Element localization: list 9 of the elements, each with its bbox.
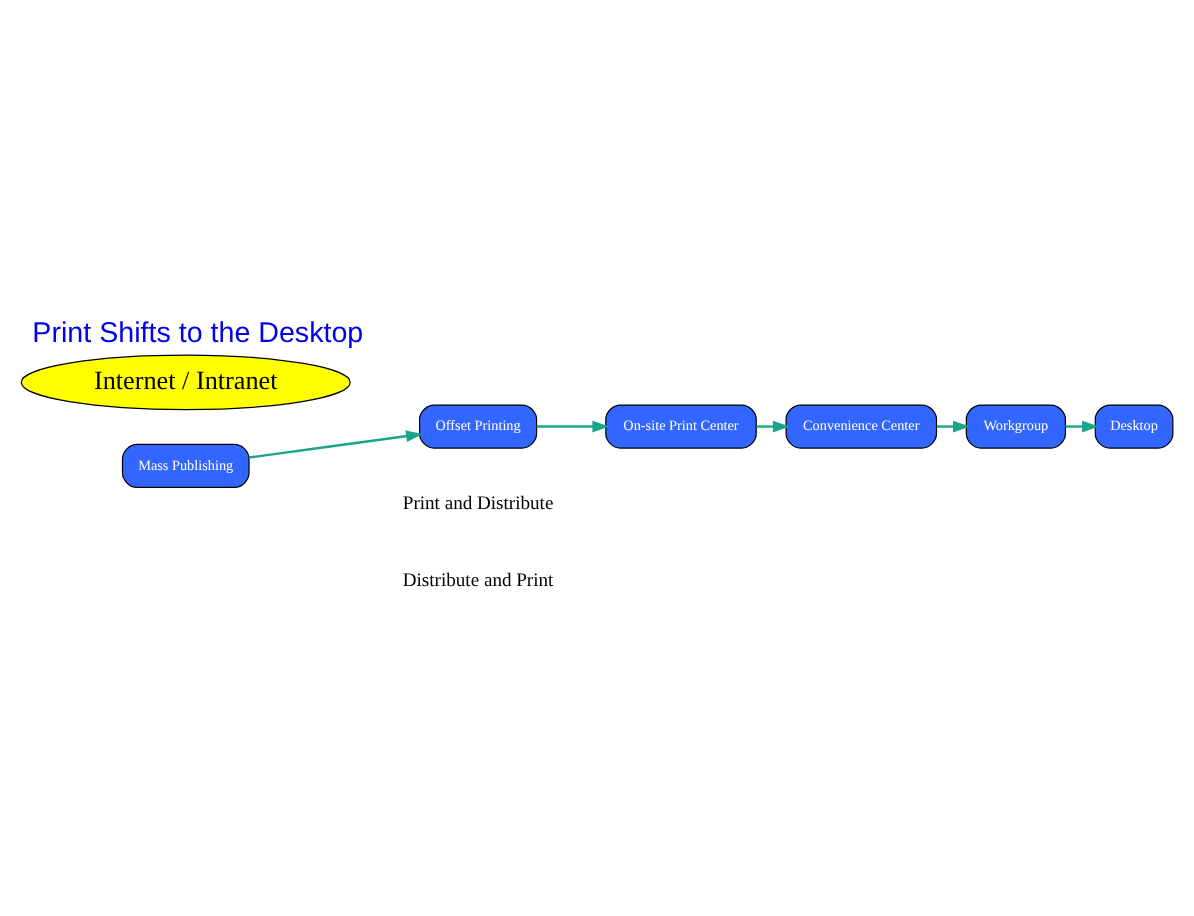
label: Print and Distribute [402, 491, 554, 514]
arrow [936, 419, 970, 432]
diagram-title: Print Shifts to the Desktop [32, 317, 364, 350]
arrow [756, 419, 790, 432]
arrow [248, 429, 423, 458]
arrow [1065, 419, 1099, 432]
label: Distribute and Print [402, 569, 554, 592]
arrow [536, 419, 610, 432]
node-ellipse: Internet / Intranet [20, 353, 351, 410]
